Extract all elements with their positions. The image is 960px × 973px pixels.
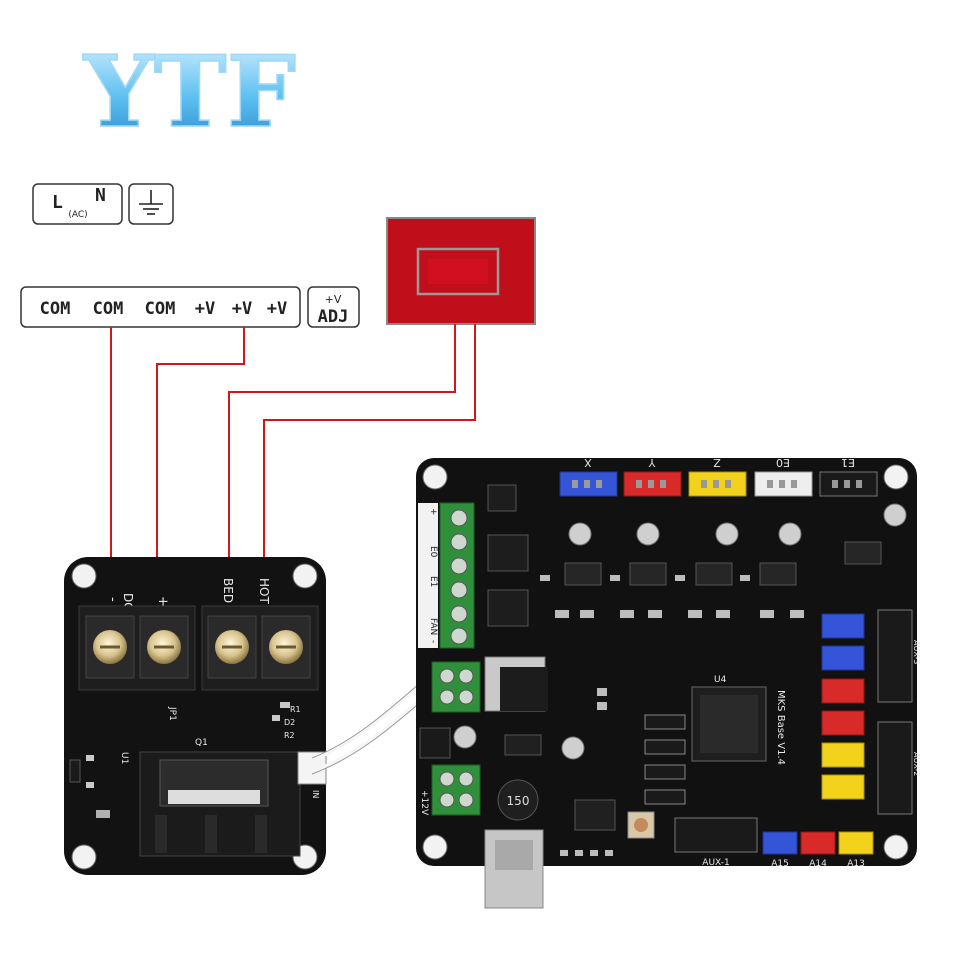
ground-icon bbox=[139, 190, 163, 215]
bed-output-terminal bbox=[431, 661, 481, 713]
output-screw-terminal bbox=[439, 502, 475, 649]
power-input-terminal bbox=[431, 764, 481, 816]
wire-v-to-dcin-plus bbox=[156, 327, 245, 560]
heated-bed bbox=[386, 217, 536, 325]
mount-hole bbox=[883, 464, 909, 490]
in-label: IN bbox=[311, 790, 320, 798]
board-model-label: MKS Base V1.4 bbox=[775, 690, 786, 765]
wire-bed-1 bbox=[228, 324, 456, 560]
aux-2-label: AUX-2 bbox=[912, 752, 921, 776]
side-label-e0: E0 bbox=[428, 546, 438, 558]
mount-hole bbox=[883, 834, 909, 860]
axis-label-e0: E0 bbox=[776, 456, 790, 469]
a14-label: A14 bbox=[809, 859, 827, 869]
endstop-connector bbox=[821, 678, 865, 704]
terminal-v-3: +V bbox=[267, 299, 287, 319]
axis-label-y: Y bbox=[648, 456, 656, 469]
power-wires bbox=[110, 324, 476, 560]
inductor-label: 150 bbox=[507, 794, 530, 808]
a15-connector bbox=[762, 831, 798, 855]
axis-label-z: Z bbox=[713, 456, 721, 469]
mainboard-pcb bbox=[416, 458, 917, 866]
ac-line-label: L bbox=[52, 192, 63, 213]
reset-button bbox=[627, 811, 655, 839]
aux-1-header bbox=[674, 817, 758, 853]
aux-3-header bbox=[877, 609, 913, 703]
terminal-label-strip bbox=[418, 503, 438, 648]
aux-2-header bbox=[877, 721, 913, 815]
bed-label: BED bbox=[221, 578, 235, 603]
endstop-connector bbox=[821, 774, 865, 800]
terminal-com-3: COM bbox=[145, 299, 176, 319]
dcin-plus-label: + bbox=[155, 596, 170, 607]
endstop-connector bbox=[821, 645, 865, 671]
power-input-label: +12V bbox=[419, 790, 429, 816]
d2-label: D2 bbox=[284, 718, 295, 727]
r2-label: R2 bbox=[284, 731, 295, 740]
aux-1-label: AUX-1 bbox=[702, 858, 729, 868]
terminal-v-1: +V bbox=[195, 299, 215, 319]
hot-label: HOT bbox=[257, 578, 271, 604]
endstop-connector bbox=[821, 613, 865, 639]
adjust-box bbox=[307, 286, 360, 328]
mount-hole bbox=[71, 844, 97, 870]
jp1-label: JP1 bbox=[167, 706, 177, 721]
a15-label: A15 bbox=[771, 859, 789, 869]
mks-base-mainboard: X Y Z E0 E1 E0 E1 FAN + - +12V bbox=[416, 456, 921, 909]
mount-hole bbox=[422, 464, 448, 490]
a13-label: A13 bbox=[847, 859, 865, 869]
adjust-top-label: +V bbox=[325, 293, 342, 306]
side-label-fan: FAN bbox=[428, 618, 438, 635]
mosfet-module: - DC IN + BED HOT JP1 Q1 U1 D2 R2 R1 IN bbox=[64, 557, 327, 875]
endstop-connector bbox=[821, 742, 865, 768]
aux-3-label: AUX-3 bbox=[912, 640, 921, 664]
brand-logo: YTF bbox=[83, 35, 296, 150]
r1-label: R1 bbox=[290, 705, 301, 714]
power-supply-terminals: COM COM COM +V +V +V +V ADJ bbox=[20, 286, 360, 328]
mount-hole bbox=[71, 563, 97, 589]
endstop-connector bbox=[821, 710, 865, 736]
mount-hole bbox=[422, 834, 448, 860]
mosfet-tab bbox=[168, 790, 260, 804]
terminal-com-2: COM bbox=[93, 299, 124, 319]
ac-neutral-label: N bbox=[95, 185, 106, 206]
side-label-minus: - bbox=[428, 640, 438, 643]
dcin-minus-label: - bbox=[105, 597, 120, 602]
a14-connector bbox=[800, 831, 836, 855]
ac-input-box bbox=[32, 183, 123, 225]
heated-bed-outline bbox=[416, 247, 500, 296]
a13-connector bbox=[838, 831, 874, 855]
wire-bed-2 bbox=[263, 324, 476, 560]
side-label-e1: E1 bbox=[428, 576, 438, 587]
ac-note-label: (AC) bbox=[68, 210, 87, 220]
mount-hole bbox=[292, 563, 318, 589]
terminal-strip bbox=[20, 286, 301, 328]
ac-input-block: L N (AC) bbox=[32, 183, 174, 225]
e0-motor-connector bbox=[754, 471, 813, 497]
adjust-bottom-label: ADJ bbox=[318, 307, 349, 327]
axis-label-x: X bbox=[584, 456, 592, 469]
q1-label: Q1 bbox=[195, 738, 208, 748]
terminal-com-1: COM bbox=[40, 299, 71, 319]
axis-label-e1: E1 bbox=[841, 456, 855, 469]
mcu-label: U4 bbox=[714, 675, 727, 685]
heated-bed-center bbox=[428, 259, 488, 284]
terminal-v-2: +V bbox=[232, 299, 252, 319]
u1-label: U1 bbox=[119, 752, 129, 764]
side-label-plus: + bbox=[428, 508, 438, 516]
